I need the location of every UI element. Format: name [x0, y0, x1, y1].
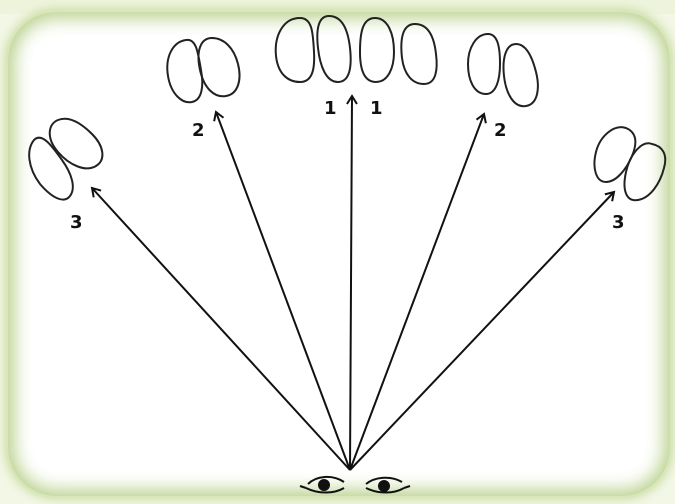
arrow-far-right	[349, 190, 616, 471]
label-far-right: 3	[612, 212, 625, 233]
right-eye-icon	[365, 476, 411, 494]
footprint-pair-mid-right	[466, 32, 539, 108]
label-mid-left: 2	[192, 120, 205, 141]
sightline-arrows	[90, 94, 616, 471]
footprint-pair-center	[274, 14, 438, 86]
left-eye-icon	[299, 476, 345, 494]
diagram-frame	[8, 12, 670, 496]
arrow-center	[346, 94, 358, 471]
label-center-right: 1	[370, 98, 383, 119]
footprint-pair-far-right	[593, 126, 667, 202]
label-mid-right: 2	[494, 120, 507, 141]
top-strip	[0, 0, 675, 14]
arrow-mid-left	[213, 110, 351, 471]
footprint-pair-far-left	[28, 117, 104, 201]
arrow-far-left	[90, 186, 351, 471]
arrow-mid-right	[349, 112, 487, 471]
label-center-left: 1	[324, 98, 337, 119]
label-far-left: 3	[70, 212, 83, 233]
footprint-pair-mid-left	[166, 36, 241, 104]
